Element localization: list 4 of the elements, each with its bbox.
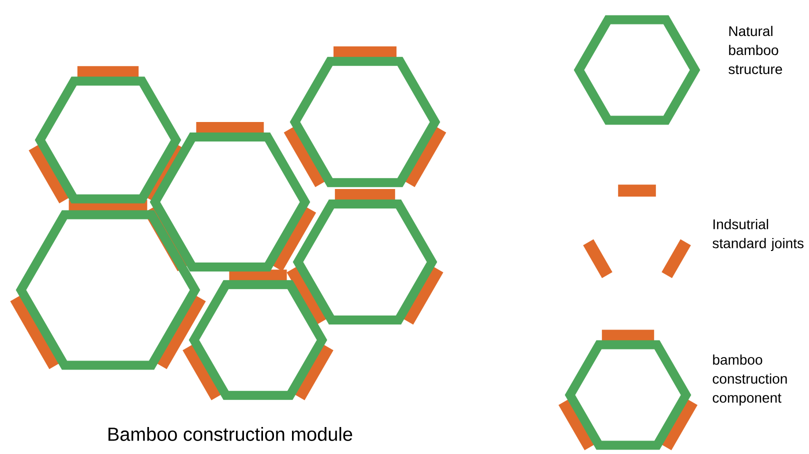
legend-text: Natural bamboo structure — [728, 26, 782, 74]
legend-text: bamboo construction component — [712, 354, 787, 406]
legend-text: Indsutrial standard joints — [712, 218, 804, 252]
caption: Bamboo construction module — [108, 427, 352, 441]
